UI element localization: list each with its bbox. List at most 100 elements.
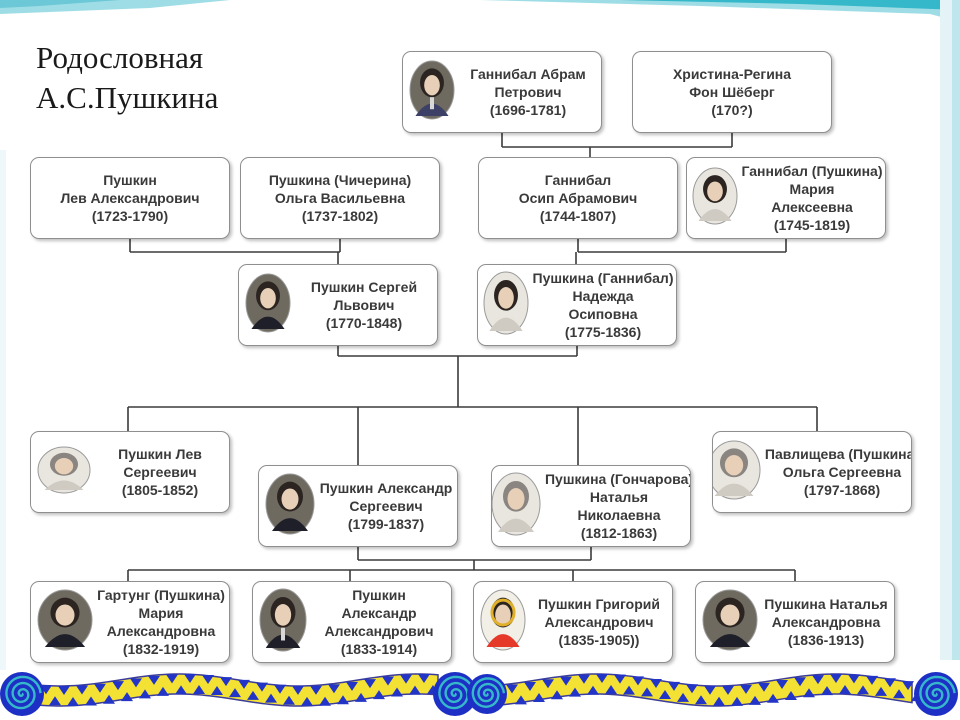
ornament-triangle: [893, 689, 905, 699]
ornament-spiral-curl: [919, 675, 956, 710]
ornament-triangle: [175, 685, 187, 695]
ornament-triangle: [256, 682, 268, 692]
ornament-triangle: [103, 694, 115, 704]
person-name-line: Ольга Васильевна: [274, 190, 406, 206]
person-name-line: (1805-1852): [121, 482, 199, 498]
ornament-triangle: [695, 695, 707, 705]
person-name-line: (170?): [711, 102, 753, 118]
person-olga-v: Пушкина (Чичерина)Ольга Васильевна(1737-…: [240, 157, 440, 239]
ornament-triangle: [49, 696, 61, 706]
ornament-triangle: [560, 676, 572, 686]
ornament-triangle: [265, 693, 277, 703]
person-name-line: Наталья: [589, 489, 649, 505]
ornament-triangle: [542, 679, 554, 689]
ornament-triangle: [848, 674, 860, 684]
ornament-triangle: [364, 679, 376, 689]
ornament-triangle: [623, 685, 635, 695]
person-name-line: (1723-1790): [91, 208, 169, 224]
ornament-triangle: [578, 674, 590, 684]
person-name-line: Ганнибал (Пушкина): [741, 163, 883, 179]
ornament-triangle: [686, 684, 698, 694]
person-name-line: Александр: [341, 605, 417, 621]
ornament-triangle: [857, 685, 869, 695]
ornament-triangle: [740, 684, 752, 694]
person-name-line: (1744-1807): [539, 208, 617, 224]
grigory-portrait-icon: [480, 589, 526, 656]
person-name: Павлищева (Пушкина)Ольга Сергеевна(1797-…: [761, 445, 911, 499]
ornament-triangle: [94, 683, 106, 693]
ornament-triangle: [713, 696, 725, 706]
ornament-triangle: [274, 684, 286, 694]
ornament-triangle: [731, 696, 743, 706]
person-name-line: Пушкин Григорий: [537, 596, 660, 612]
person-name-line: (1770-1848): [325, 315, 403, 331]
ornament-triangle: [238, 679, 250, 689]
person-name-line: Пушкина (Ганнибал): [532, 270, 674, 286]
ornament-triangle: [85, 696, 97, 706]
ornament-triangle: [310, 685, 322, 695]
ornament-triangle: [148, 675, 160, 685]
ornament-triangle: [533, 692, 545, 702]
ornament-triangle: [668, 681, 680, 691]
ornament-triangle: [659, 690, 671, 700]
ornament-triangle: [785, 690, 797, 700]
ornament-triangle: [373, 690, 385, 700]
ornament-triangle: [202, 675, 214, 685]
person-name-line: Осиповна: [568, 306, 638, 322]
ornament-triangle: [551, 690, 563, 700]
person-name-line: Пушкин Лев: [118, 446, 202, 462]
sergey-portrait-icon: [245, 273, 291, 338]
lev-sergeevich-portrait-icon: [37, 446, 91, 499]
person-name-line: Александрович: [324, 623, 434, 639]
ornament-triangle: [121, 692, 133, 702]
person-name-line: Петрович: [494, 84, 562, 100]
person-name-line: Ганнибал Абрам: [470, 66, 586, 82]
person-name-line: (1835-1905)): [558, 632, 640, 648]
ornament-triangle: [391, 687, 403, 697]
ornament-triangle: [758, 682, 770, 692]
ornament-triangle: [301, 696, 313, 706]
person-name-line: Мария: [138, 605, 184, 621]
person-name-line: Пушкин Сергей: [310, 279, 418, 295]
person-name-line: Александрович: [544, 614, 654, 630]
person-olga-s: Павлищева (Пушкина)Ольга Сергеевна(1797-…: [712, 431, 912, 513]
person-name-line: Алексеевна: [771, 199, 853, 215]
nadezhda-portrait-icon: [483, 271, 529, 340]
ornament-spiral-curl: [5, 675, 42, 710]
ornament-triangle: [112, 681, 124, 691]
ornament-triangle: [524, 681, 536, 691]
ornament-triangle: [76, 685, 88, 695]
ornament-triangle: [866, 675, 878, 685]
ornament-triangle: [803, 688, 815, 698]
ornament-triangle: [821, 686, 833, 696]
ornament-triangle: [247, 690, 259, 700]
ornament-triangle: [875, 686, 887, 696]
person-name-line: (1836-1913): [787, 632, 865, 648]
ornament-triangle: [794, 677, 806, 687]
ornament-triangle: [650, 679, 662, 689]
ornament-triangle: [292, 685, 304, 695]
maria-alekseevna-portrait-icon: [692, 167, 738, 230]
person-name-line: Пушкин Александр: [319, 480, 453, 496]
ornament-triangle: [830, 674, 842, 684]
abram-portrait-icon: [409, 60, 455, 125]
person-name-line: (1696-1781): [489, 102, 567, 118]
natalia-nikolaevna-portrait-icon: [492, 472, 541, 541]
person-name-line: Ганнибал: [544, 172, 612, 188]
person-name-line: (1799-1837): [347, 516, 425, 532]
person-name-line: Пушкина (Чичерина): [268, 172, 412, 188]
